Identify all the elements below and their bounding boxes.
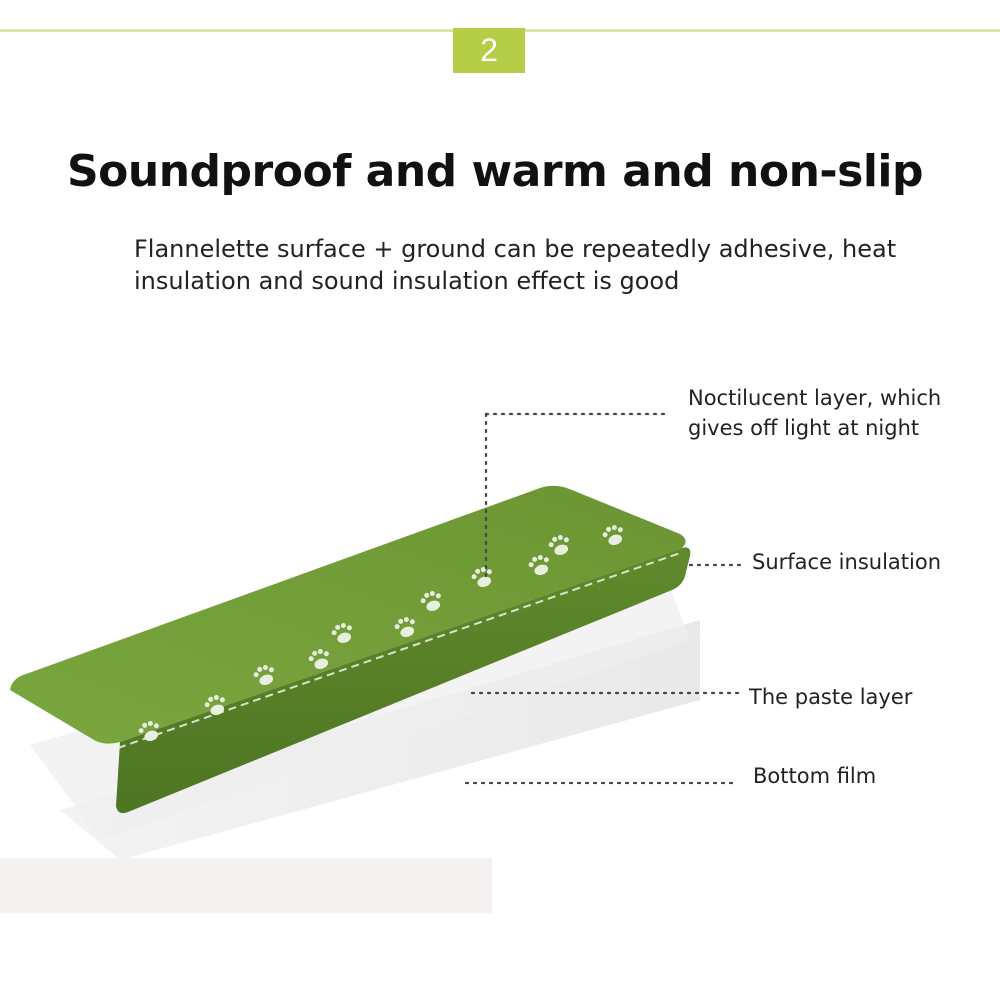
paw-prints xyxy=(138,524,623,742)
paw-icon xyxy=(420,590,441,612)
paw-icon xyxy=(394,616,415,638)
paw-icon xyxy=(548,534,569,556)
paw-icon xyxy=(308,648,329,670)
step-number-badge: 2 xyxy=(453,28,525,73)
callout-surface-insulation: Surface insulation xyxy=(752,550,941,574)
paw-icon xyxy=(204,694,225,716)
paw-icon xyxy=(331,622,352,644)
mat-front-edge xyxy=(116,547,691,814)
paw-icon xyxy=(253,664,274,686)
mat-stitch-line xyxy=(117,551,684,749)
paw-icon xyxy=(471,566,492,588)
step-number: 2 xyxy=(480,32,498,68)
callout-noctilucent-layer: Noctilucent layer, which gives off light… xyxy=(688,386,942,440)
paw-icon xyxy=(138,720,159,742)
subtitle: Flannelette surface + ground can be repe… xyxy=(134,235,897,295)
paw-icon xyxy=(528,554,549,576)
callout-bottom-film: Bottom film xyxy=(753,764,877,788)
callout-paste-layer: The paste layer xyxy=(749,685,913,709)
headline: Soundproof and warm and non-slip xyxy=(66,146,924,197)
floor-strip xyxy=(0,858,492,913)
mat-top-surface xyxy=(10,485,686,744)
leader-line-noctilucent xyxy=(484,412,670,580)
paw-icon xyxy=(602,524,623,546)
